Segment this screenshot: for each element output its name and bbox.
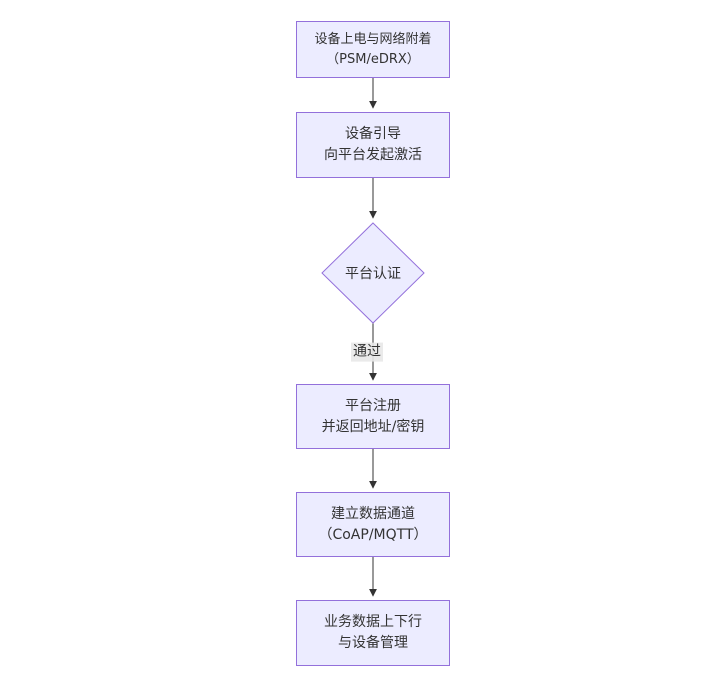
node-business-line1: 业务数据上下行 xyxy=(324,614,422,630)
node-register-line1: 平台注册 xyxy=(345,397,401,414)
node-bootstrap-line2: 向平台发起激活 xyxy=(324,147,422,163)
node-business-line2: 与设备管理 xyxy=(338,635,408,651)
node-power-attach-line1: 设备上电与网络附着 xyxy=(314,32,432,47)
node-bootstrap: 设备引导 向平台发起激活 xyxy=(296,112,450,178)
edge-label-pass: 通过 xyxy=(351,342,383,362)
node-bootstrap-line1: 设备引导 xyxy=(345,126,401,142)
node-data-channel-line2: （CoAP/MQTT） xyxy=(318,526,428,543)
node-data-channel-line1: 建立数据通道 xyxy=(331,505,415,522)
node-power-attach-line2: （PSM/eDRX） xyxy=(326,51,420,67)
decision-platform-auth-label: 平台认证 xyxy=(345,266,401,282)
node-data-channel: 建立数据通道 （CoAP/MQTT） xyxy=(296,492,450,557)
node-business: 业务数据上下行 与设备管理 xyxy=(296,600,450,666)
node-register-line2: 并返回地址/密钥 xyxy=(321,418,425,435)
node-register: 平台注册 并返回地址/密钥 xyxy=(296,384,450,449)
node-power-attach: 设备上电与网络附着 （PSM/eDRX） xyxy=(296,21,450,78)
